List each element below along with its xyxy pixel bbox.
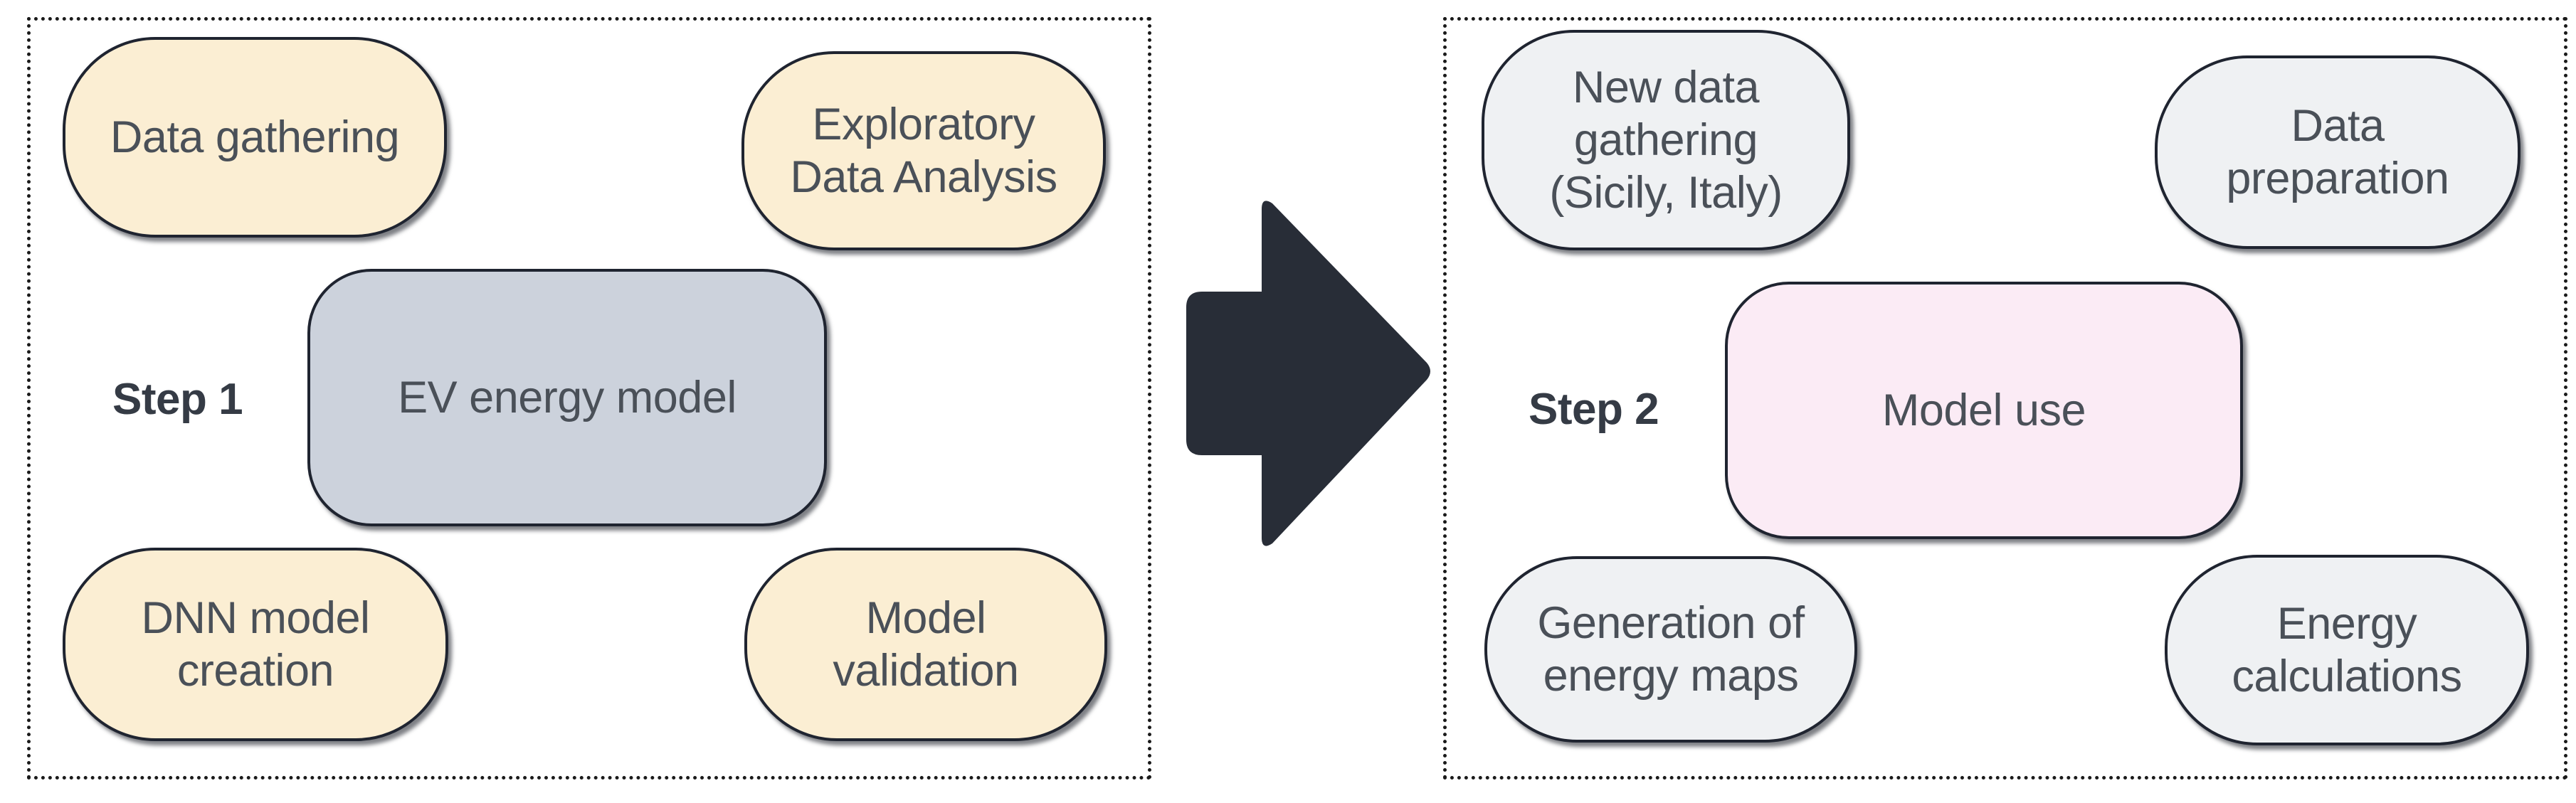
step-transition-arrow xyxy=(1178,193,1434,556)
step1-panel xyxy=(27,17,1151,780)
node-energy-calculations[interactable]: Energy calculations xyxy=(2165,555,2529,745)
node-model-validation[interactable]: Model validation xyxy=(744,548,1107,741)
node-data-gathering[interactable]: Data gathering xyxy=(63,37,447,238)
node-new-data-gathering[interactable]: New data gathering (Sicily, Italy) xyxy=(1482,30,1850,250)
node-dnn-model-creation[interactable]: DNN model creation xyxy=(63,548,448,741)
node-ev-energy-model[interactable]: EV energy model xyxy=(307,269,827,526)
step2-panel xyxy=(1443,17,2567,780)
node-exploratory-data-analysis[interactable]: Exploratory Data Analysis xyxy=(741,51,1106,250)
step2-label: Step 2 xyxy=(1529,385,1659,434)
node-model-use[interactable]: Model use xyxy=(1725,282,2243,539)
node-data-preparation[interactable]: Data preparation xyxy=(2155,55,2520,249)
right-arrow-icon xyxy=(1186,201,1430,546)
node-generation-of-energy-maps[interactable]: Generation of energy maps xyxy=(1484,556,1857,743)
step1-label: Step 1 xyxy=(112,375,243,424)
